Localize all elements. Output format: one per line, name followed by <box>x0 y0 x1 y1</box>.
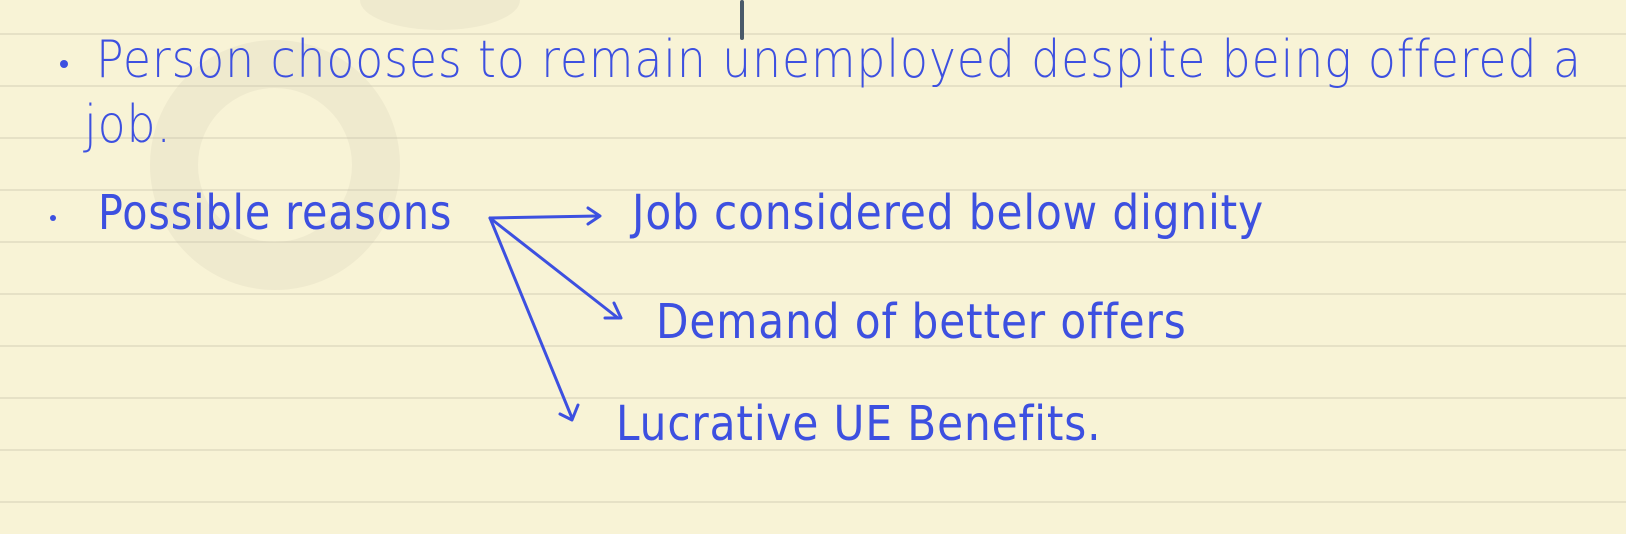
arrow-to-reason-1 <box>488 214 600 220</box>
possible-reasons-label: Possible reasons <box>98 185 453 241</box>
pen-stroke-mark <box>740 0 744 40</box>
point1-text-line1: Person chooses to remain unemployed desp… <box>96 30 1582 90</box>
bullet-point-2 <box>50 215 56 221</box>
arrow-head-3 <box>558 403 580 422</box>
reason-2: Demand of better offers <box>656 294 1187 350</box>
point1-text-line2: job. <box>84 95 172 155</box>
arrow-to-reason-3 <box>488 216 574 420</box>
reason-3: Lucrative UE Benefits. <box>616 396 1102 452</box>
arrow-head-2 <box>603 301 623 320</box>
reason-1: Job considered below dignity <box>632 185 1265 241</box>
arrow-head-1 <box>586 206 602 226</box>
bullet-point-1 <box>60 60 68 68</box>
arrow-to-reason-2 <box>488 216 620 320</box>
